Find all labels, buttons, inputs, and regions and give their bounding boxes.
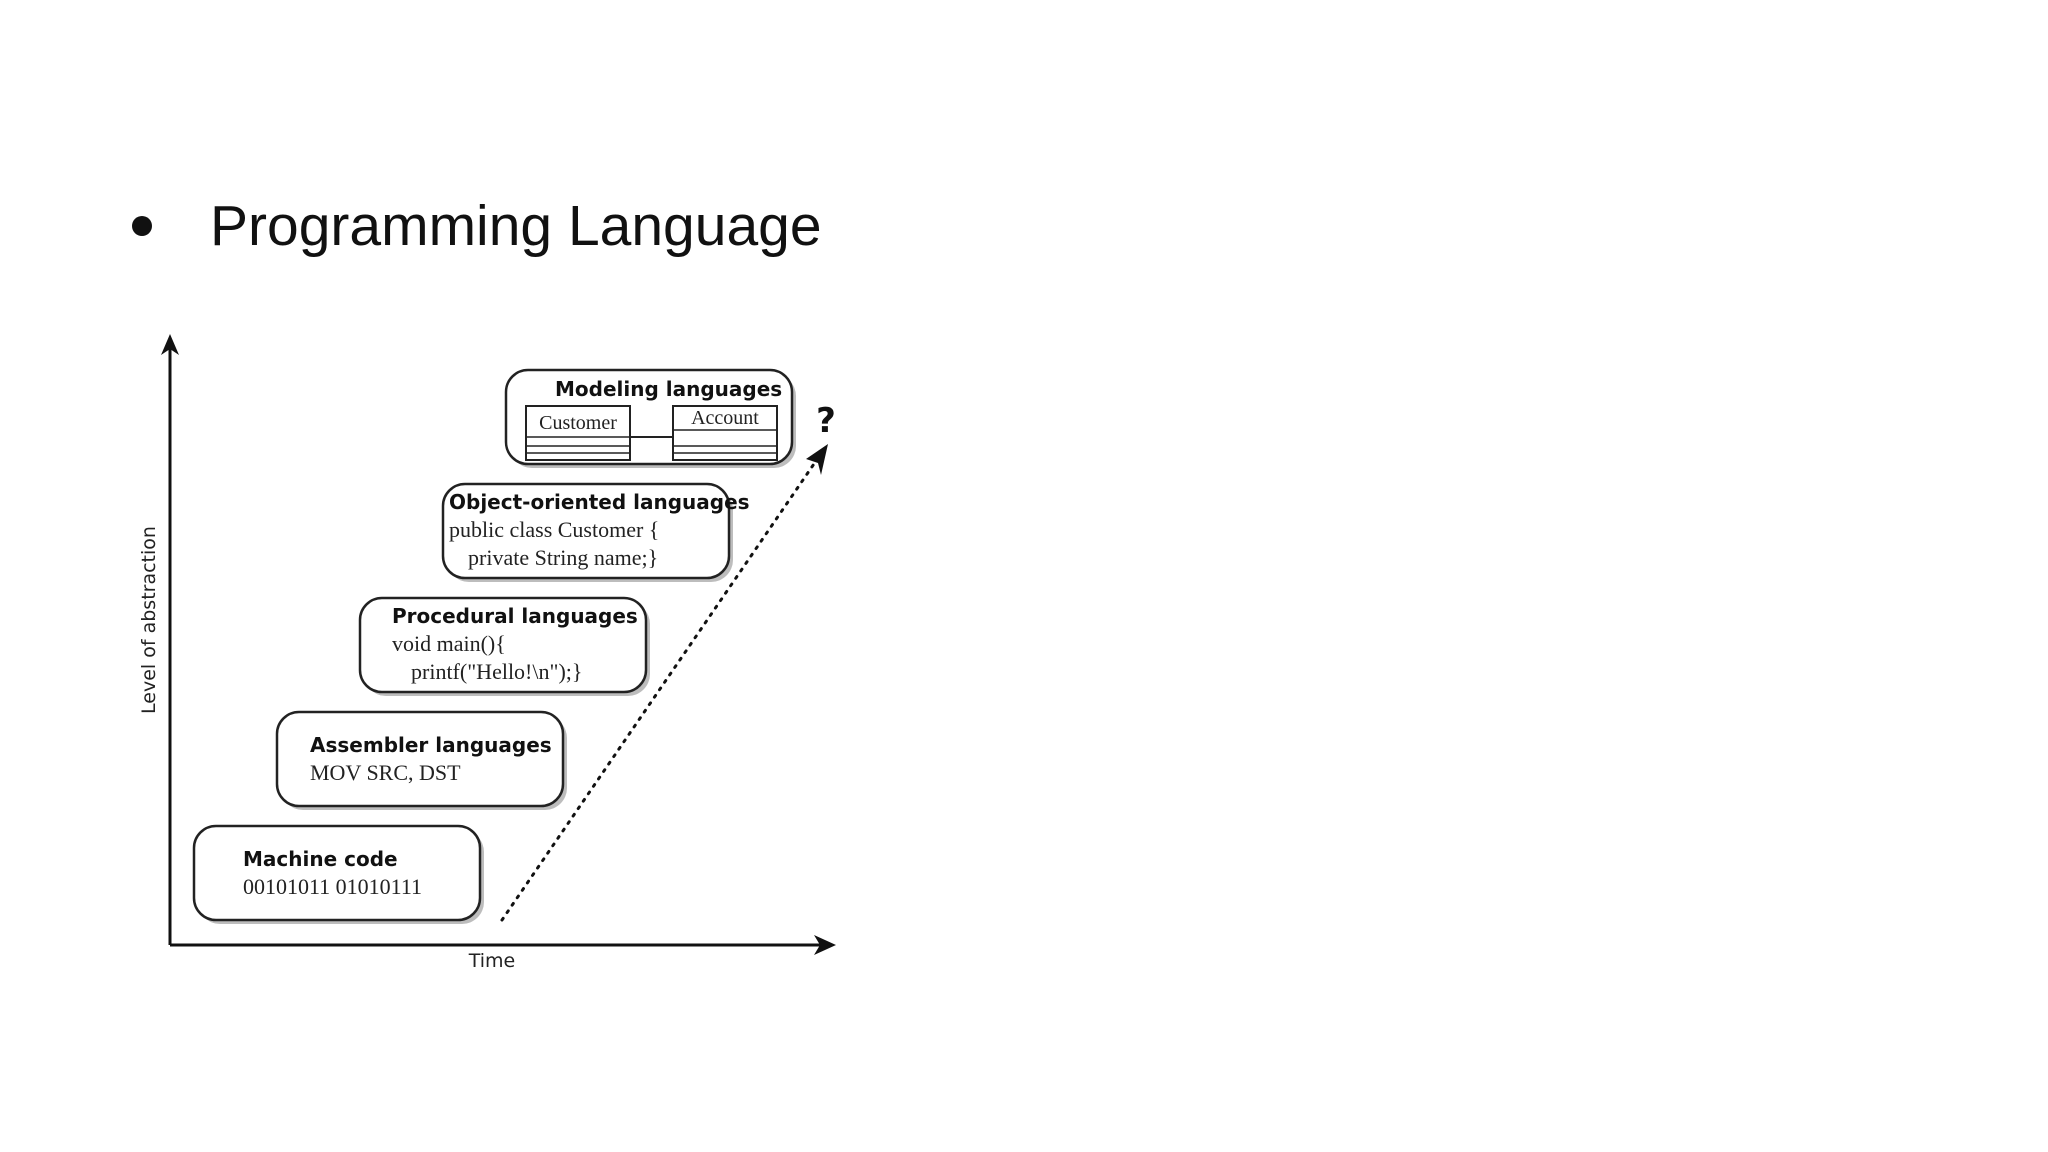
trend-arrow: ? — [500, 401, 836, 922]
box-code-line: 00101011 01010111 — [243, 874, 422, 899]
box-modeling-languages: Modeling languages Customer Account — [504, 368, 796, 468]
box-assembler-languages: Assembler languages MOV SRC, DST — [275, 710, 567, 810]
trend-arrow-line — [500, 456, 820, 922]
box-code-line: void main(){ — [392, 631, 506, 656]
box-machine-code: Machine code 00101011 01010111 — [192, 824, 484, 924]
trend-arrow-head-icon — [806, 444, 828, 475]
box-procedural-languages: Procedural languages void main(){ printf… — [358, 596, 650, 696]
box-code-line: private String name;} — [468, 545, 658, 570]
y-axis-arrow-icon — [161, 334, 179, 355]
bullet-row: Programming Language — [132, 190, 822, 262]
slide-heading: Programming Language — [210, 194, 822, 258]
box-object-oriented-languages: Object-oriented languages public class C… — [441, 482, 750, 582]
x-axis-label: Time — [468, 950, 516, 972]
x-axis-arrow-icon — [814, 935, 836, 955]
uml-class-customer: Customer — [525, 405, 631, 461]
bullet-icon — [132, 216, 152, 236]
y-axis-label: Level of abstraction — [138, 526, 160, 714]
uml-class-name: Account — [691, 407, 759, 429]
box-title: Object-oriented languages — [449, 490, 750, 514]
box-title: Machine code — [243, 847, 398, 871]
box-code-line: printf("Hello!\n");} — [411, 659, 582, 684]
uml-class-name: Customer — [539, 412, 617, 434]
box-code-line: MOV SRC, DST — [310, 760, 461, 785]
box-title: Assembler languages — [310, 733, 552, 757]
box-code-line: public class Customer { — [449, 517, 659, 542]
question-mark: ? — [816, 401, 836, 441]
box-title: Modeling languages — [555, 377, 782, 401]
box-title: Procedural languages — [392, 604, 638, 628]
axes: Level of abstraction Time — [138, 334, 836, 972]
uml-class-account: Account — [672, 405, 778, 461]
